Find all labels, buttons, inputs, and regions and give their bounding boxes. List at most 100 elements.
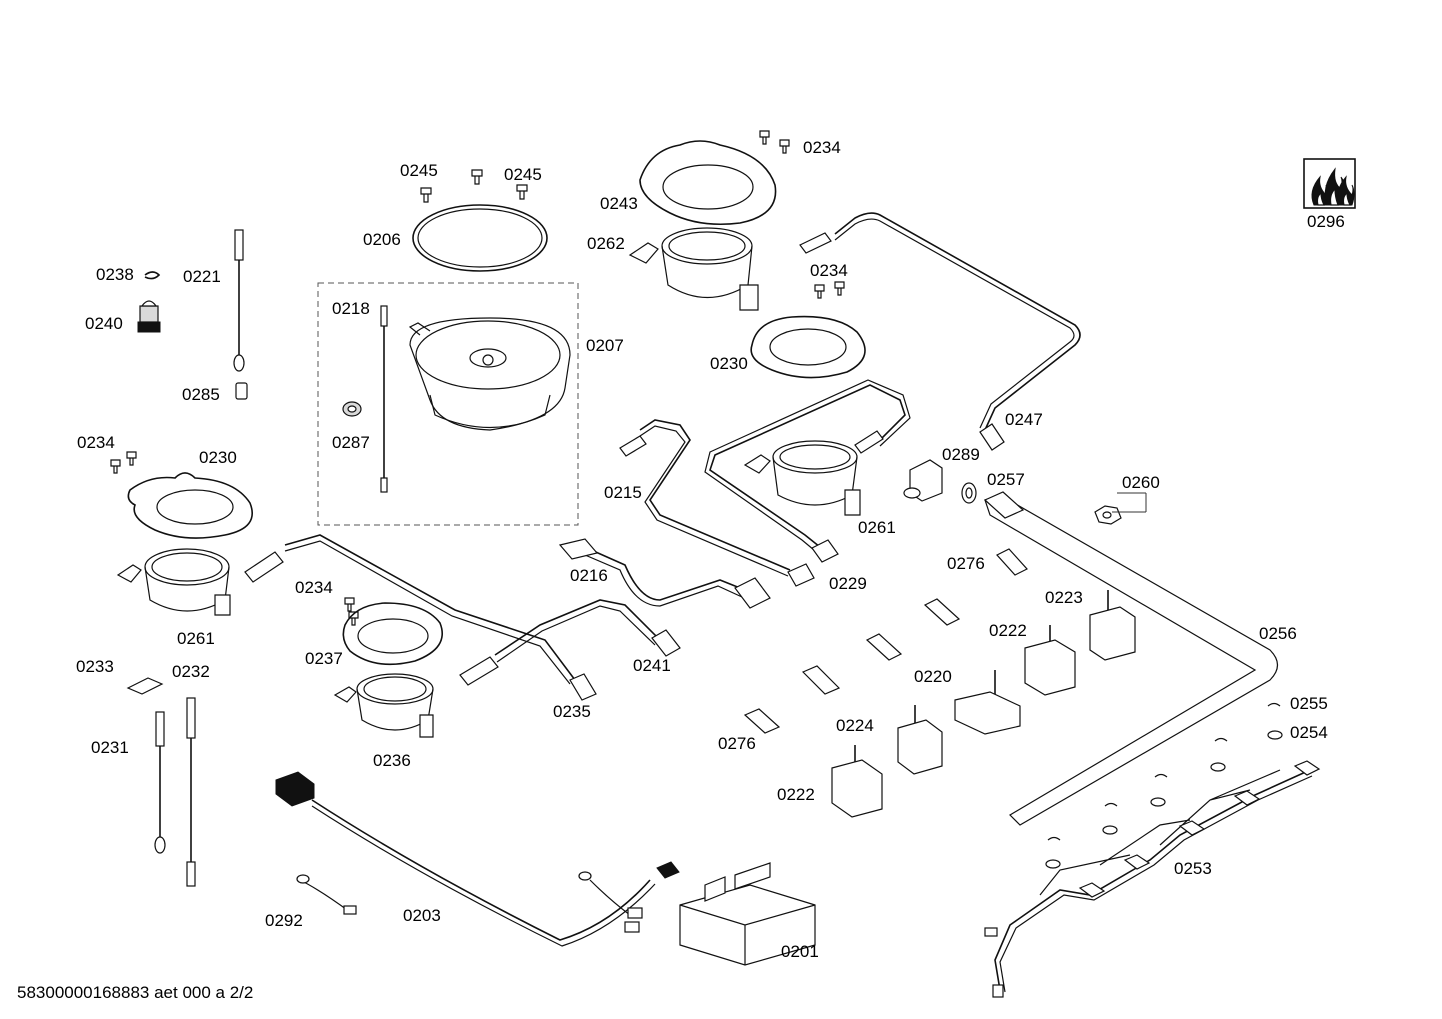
label-0260: 0260: [1122, 473, 1160, 492]
label-0232: 0232: [172, 662, 210, 681]
screw-0234-right-a: [814, 284, 825, 299]
label-0233: 0233: [76, 657, 114, 676]
label-0220: 0220: [914, 667, 952, 686]
label-0287: 0287: [332, 433, 370, 452]
label-0229: 0229: [829, 574, 867, 593]
label-0261-right: 0261: [858, 518, 896, 537]
label-0222-upper: 0222: [989, 621, 1027, 640]
gas-pipe-0235: [244, 534, 597, 701]
label-0203: 0203: [403, 906, 441, 925]
gasket-0230-right: [750, 315, 866, 379]
label-0206: 0206: [363, 230, 401, 249]
label-0230-right: 0230: [710, 354, 748, 373]
label-0216: 0216: [570, 566, 608, 585]
valve-0224: [954, 670, 1021, 735]
nozzle-0220-a: [923, 598, 961, 626]
burner-base-0207: [408, 317, 571, 431]
label-0234-left: 0234: [77, 433, 115, 452]
label-0235: 0235: [553, 702, 591, 721]
label-0224: 0224: [836, 716, 874, 735]
valve-0223: [1089, 590, 1136, 661]
label-0222-lower: 0222: [777, 785, 815, 804]
clip-0238: [144, 271, 161, 280]
valve-0222-a: [1024, 625, 1076, 696]
wire-harness-0203: [275, 771, 680, 947]
screw-0234-left-b: [126, 451, 137, 466]
screw-0234-top-a: [759, 130, 770, 145]
screw-0245-right: [516, 184, 528, 200]
label-0236: 0236: [373, 751, 411, 770]
gas-pipe-0241: [459, 599, 681, 686]
label-0234-right: 0234: [810, 261, 848, 280]
screw-0245-left: [420, 187, 432, 203]
label-0256: 0256: [1259, 624, 1297, 643]
ground-wire-0292: [296, 874, 357, 915]
label-0234-mid: 0234: [295, 578, 333, 597]
label-0207: 0207: [586, 336, 624, 355]
label-0218: 0218: [332, 299, 370, 318]
nozzle-0240: [137, 300, 161, 333]
label-0245-left: 0245: [400, 161, 438, 180]
label-0238: 0238: [96, 265, 134, 284]
gasket-ring-0206: [412, 204, 548, 272]
label-0261-left: 0261: [177, 629, 215, 648]
valve-0222-b: [831, 745, 883, 818]
gasket-0237: [342, 602, 443, 666]
screw-0245-middle: [471, 169, 483, 185]
electrode-0232: [186, 697, 196, 887]
label-0243: 0243: [600, 194, 638, 213]
valve-0220: [897, 705, 943, 775]
burner-body-0262: [628, 227, 759, 311]
label-0215: 0215: [604, 483, 642, 502]
ignition-harness-0253: [984, 760, 1321, 998]
nozzle-0276-b: [743, 708, 781, 734]
manifold-pipe-0256: [983, 491, 1279, 826]
label-0289: 0289: [942, 445, 980, 464]
leader-lines: [1112, 492, 1147, 513]
gasket-0243: [639, 140, 777, 226]
label-0234-top: 0234: [803, 138, 841, 157]
nozzle-0220-b: [865, 633, 903, 661]
thermocouple-0218: [380, 305, 388, 493]
nozzle-0276-a: [996, 548, 1028, 576]
label-0257: 0257: [987, 470, 1025, 489]
label-0292: 0292: [265, 911, 303, 930]
washer-0257: [961, 482, 977, 504]
cap-0285: [235, 382, 248, 400]
grommet-0254: [1045, 730, 1283, 869]
clip-0233: [126, 677, 164, 695]
label-0276-upper: 0276: [947, 554, 985, 573]
nut-0260: [1094, 505, 1122, 525]
gasket-0230-left: [127, 472, 253, 539]
screw-0234-top-b: [779, 139, 790, 154]
burner-body-0261-left: [116, 548, 231, 616]
label-0201: 0201: [781, 942, 819, 961]
document-id: 58300000168883 aet 000 a 2/2: [17, 983, 253, 1002]
label-0245-right: 0245: [504, 165, 542, 184]
clip-0255: [1047, 702, 1281, 841]
label-0231: 0231: [91, 738, 129, 757]
electrode-0231: [154, 711, 166, 854]
assembly-group-box: [317, 282, 579, 526]
label-0223: 0223: [1045, 588, 1083, 607]
screw-0234-left-a: [110, 459, 121, 474]
label-0247: 0247: [1005, 410, 1043, 429]
label-0241: 0241: [633, 656, 671, 675]
gas-pipe-0229: [704, 379, 911, 563]
label-0221: 0221: [183, 267, 221, 286]
label-0253: 0253: [1174, 859, 1212, 878]
nut-0287: [342, 401, 362, 417]
gas-pipe-0247: [799, 212, 1081, 451]
ignition-module-0201: [679, 862, 816, 966]
label-0237: 0237: [305, 649, 343, 668]
gas-pipe-0215: [619, 419, 815, 587]
nozzle-0220-c: [801, 665, 841, 695]
gas-hose-0216: [558, 538, 771, 609]
burner-body-0236: [333, 673, 434, 738]
label-0240: 0240: [85, 314, 123, 333]
elbow-fitting-0289: [903, 459, 943, 502]
label-0276-lower: 0276: [718, 734, 756, 753]
screw-0234-right-b: [834, 281, 845, 296]
label-0255: 0255: [1290, 694, 1328, 713]
